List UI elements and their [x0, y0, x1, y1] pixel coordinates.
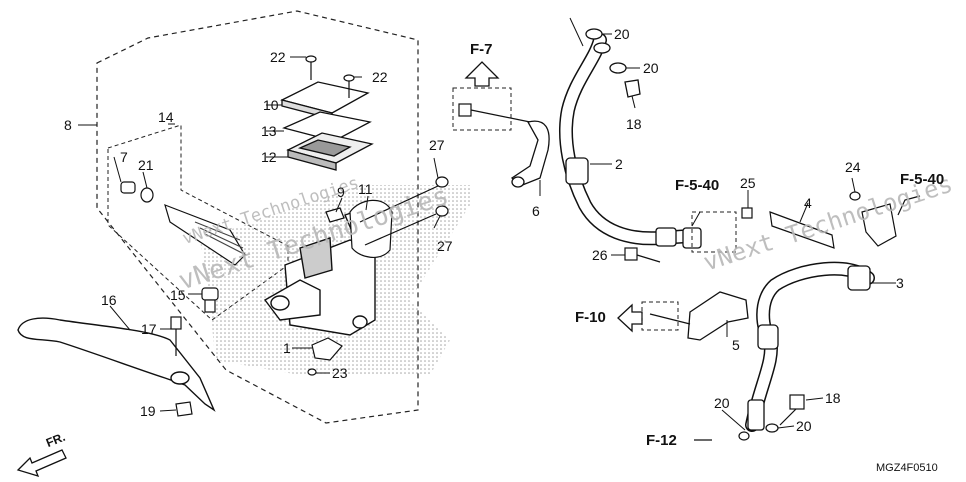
part-label-20b: 20	[643, 60, 659, 76]
assembly-outline	[96, 10, 419, 424]
part-label-21: 21	[138, 157, 154, 173]
leader-lines	[78, 33, 896, 431]
part-label-11: 11	[358, 181, 373, 197]
hose-3-fittings	[747, 265, 871, 431]
brake-lever	[17, 317, 216, 412]
bolt-f7	[458, 103, 531, 123]
part-label-20a: 20	[614, 26, 630, 42]
diagram-code: MGZ4F0510	[876, 462, 938, 474]
part-label-9: 9	[337, 184, 345, 200]
part-label-8: 8	[64, 117, 72, 133]
pivot-bolt	[201, 287, 219, 313]
washers-top	[585, 28, 641, 98]
part-label-26: 26	[592, 247, 608, 263]
part-label-1: 1	[283, 340, 291, 356]
part-label-5: 5	[732, 337, 740, 353]
bracket-5	[649, 291, 749, 341]
cap-screws	[305, 55, 355, 98]
ref-f540-b: F-5-40	[900, 171, 945, 188]
part-label-16: 16	[101, 292, 117, 308]
bracket-24	[849, 191, 897, 247]
clamp-bolts	[359, 176, 449, 246]
bracket-4	[741, 207, 835, 249]
part-label-27a: 27	[429, 137, 445, 153]
part-label-22b: 22	[372, 69, 388, 85]
part-label-24: 24	[845, 159, 861, 175]
f540-box	[691, 211, 737, 253]
part-label-6: 6	[532, 203, 540, 219]
part-label-12: 12	[261, 149, 277, 165]
piston-assembly	[120, 181, 247, 266]
lever-bolt	[170, 316, 182, 356]
f540-arrow-right	[897, 195, 921, 216]
lever-nut	[175, 401, 193, 417]
part-label-20c: 20	[714, 395, 730, 411]
part-label-10: 10	[263, 97, 279, 113]
part-label-25: 25	[740, 175, 756, 191]
part-label-14: 14	[158, 109, 174, 125]
hose-clamp-6	[510, 120, 550, 188]
part-label-20d: 20	[796, 418, 812, 434]
part-label-2: 2	[615, 156, 623, 172]
ref-f540-a: F-5-40	[675, 177, 720, 194]
part-label-15: 15	[170, 287, 186, 303]
part-label-18a: 18	[626, 116, 642, 132]
part-label-18b: 18	[825, 390, 841, 406]
bolt-18-bottom	[738, 394, 805, 441]
f10-box	[641, 301, 679, 331]
f7-arrow	[464, 61, 500, 87]
part-label-4: 4	[804, 195, 812, 211]
part-label-13: 13	[261, 123, 277, 139]
part-label-7: 7	[120, 149, 128, 165]
part-label-17: 17	[141, 321, 157, 337]
part-label-3: 3	[896, 275, 904, 291]
ref-f7: F-7	[470, 41, 493, 58]
part-label-23: 23	[332, 365, 348, 381]
hose-fittings	[565, 157, 702, 249]
f7-box	[452, 87, 512, 131]
reservoir-cap	[280, 81, 374, 171]
f10-arrow	[617, 303, 643, 333]
part-label-27b: 27	[437, 238, 453, 254]
bolt-26	[624, 247, 661, 263]
ref-f12: F-12	[646, 432, 677, 449]
brake-switch	[307, 337, 343, 376]
clamp-and-switch	[325, 199, 393, 258]
part-label-19: 19	[140, 403, 156, 419]
fr-arrow	[16, 449, 67, 478]
part-label-22a: 22	[270, 49, 286, 65]
subgroup-outline	[107, 124, 289, 321]
ref-f10: F-10	[575, 309, 606, 326]
